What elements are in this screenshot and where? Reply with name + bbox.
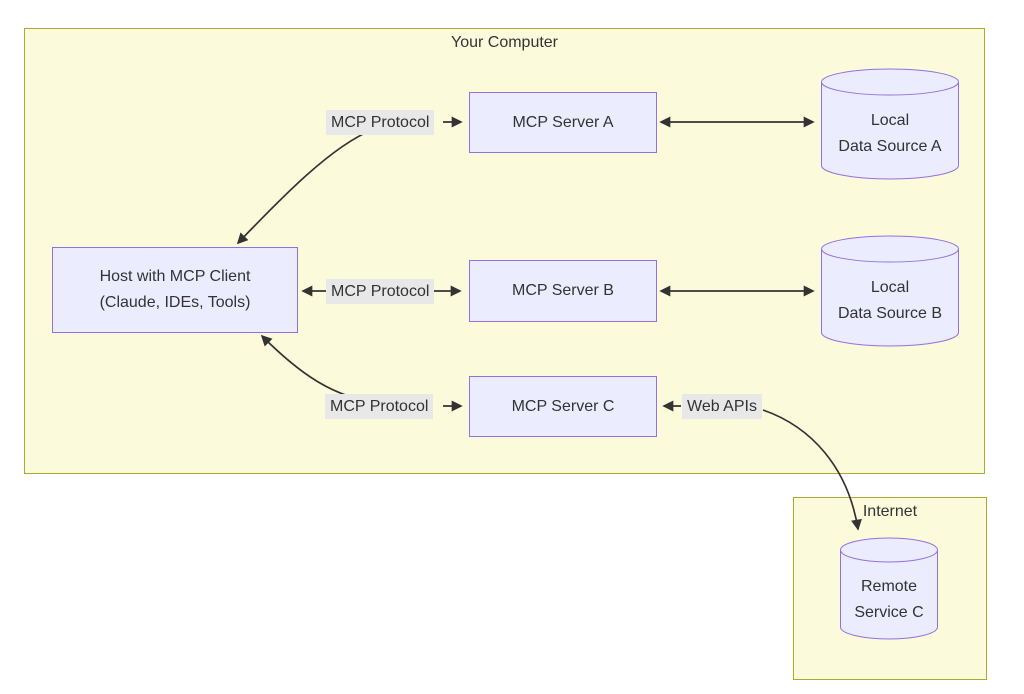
node-mcp-server-a: MCP Server A xyxy=(469,92,657,153)
node-mcp-server-c-label: MCP Server C xyxy=(511,397,615,415)
remote-c-label-line2: Service C xyxy=(854,604,924,621)
source-a-label-line2: Data Source A xyxy=(838,138,942,155)
source-b-label-line1: Local xyxy=(870,279,910,296)
edge-label-web-apis: Web APIs xyxy=(682,394,762,419)
cylinder-top xyxy=(840,537,938,563)
edge-label-mcp-protocol-c: MCP Protocol xyxy=(325,394,434,419)
node-host-with-mcp-client: Host with MCP Client (Claude, IDEs, Tool… xyxy=(52,247,298,333)
node-host-label-line2: (Claude, IDEs, Tools) xyxy=(99,294,251,311)
node-local-data-source-a: Local Data Source A xyxy=(820,68,960,180)
cylinder-top xyxy=(821,68,959,96)
node-remote-service-c: Remote Service C xyxy=(839,537,939,640)
node-mcp-server-b: MCP Server B xyxy=(469,260,657,322)
node-mcp-server-a-label: MCP Server A xyxy=(512,113,614,131)
edge-label-mcp-protocol-b: MCP Protocol xyxy=(326,279,435,304)
edge-label-mcp-protocol-a: MCP Protocol xyxy=(326,110,435,135)
source-b-label-line2: Data Source B xyxy=(837,305,943,322)
node-host-label-line1: Host with MCP Client xyxy=(99,268,251,285)
node-local-data-source-b-label: Local Data Source B xyxy=(820,275,960,327)
node-mcp-server-c: MCP Server C xyxy=(469,376,657,437)
cylinder-body xyxy=(821,249,959,347)
node-local-data-source-a-label: Local Data Source A xyxy=(820,108,960,160)
group-title-internet: Internet xyxy=(862,503,918,520)
source-a-label-line1: Local xyxy=(870,112,910,129)
cylinder-icon xyxy=(840,537,938,640)
group-title-your-computer: Your Computer xyxy=(450,34,559,51)
node-remote-service-c-label: Remote Service C xyxy=(839,574,939,626)
cylinder-body xyxy=(821,82,959,180)
cylinder-top xyxy=(821,235,959,263)
cylinder-body xyxy=(840,550,938,640)
node-mcp-server-b-label: MCP Server B xyxy=(512,282,614,299)
cylinder-icon xyxy=(821,235,959,347)
cylinder-icon xyxy=(821,68,959,180)
node-local-data-source-b: Local Data Source B xyxy=(820,235,960,347)
remote-c-label-line1: Remote xyxy=(860,578,918,595)
